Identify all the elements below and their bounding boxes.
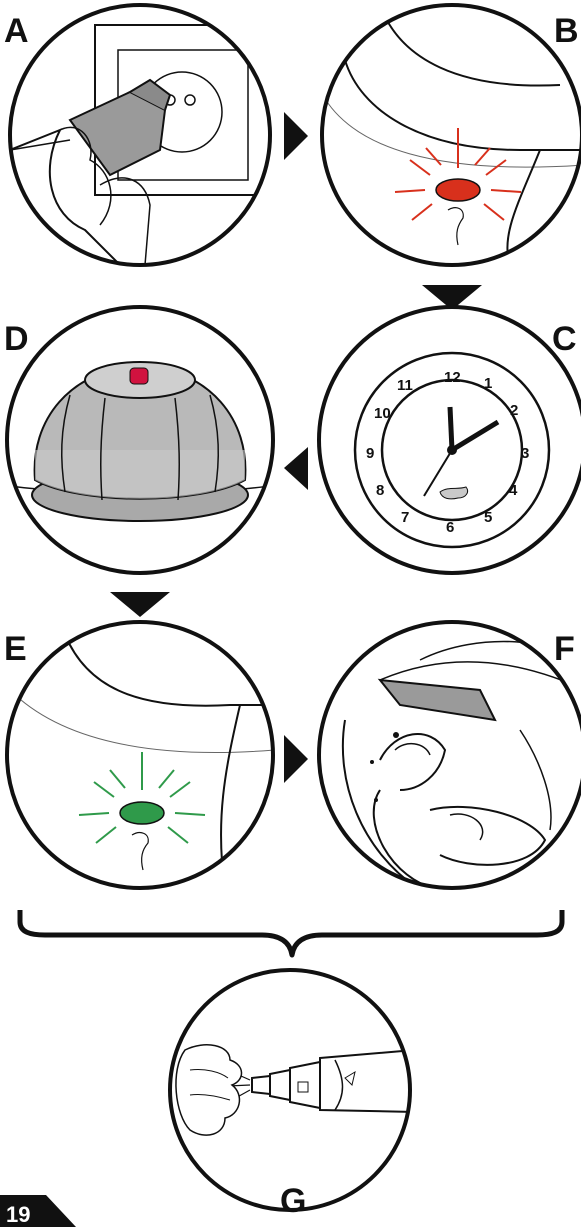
clock-number-11: 11 <box>397 377 413 394</box>
clock-number-8: 8 <box>376 482 384 499</box>
step-letter-g: G <box>280 1182 306 1220</box>
clock-number-4: 4 <box>509 482 518 499</box>
clock-number-3: 3 <box>521 445 529 462</box>
step-letter-a: A <box>4 12 29 50</box>
page-number: 19 <box>6 1202 30 1227</box>
clock-number-1: 1 <box>484 375 492 392</box>
step-a-panel: A <box>4 5 275 265</box>
step-b-panel: B <box>320 5 581 265</box>
clock-number-12: 12 <box>444 369 461 386</box>
step-letter-b: B <box>554 12 579 50</box>
step-letter-c: C <box>552 320 577 358</box>
green-indicator <box>120 802 164 824</box>
step-g-panel: G <box>170 970 415 1220</box>
step-e-panel: E <box>4 620 275 890</box>
clock-number-2: 2 <box>510 402 518 419</box>
clock-minute-hand <box>450 407 452 450</box>
arrow-right-icon <box>284 112 308 160</box>
step-letter-f: F <box>554 630 575 668</box>
arrow-left-icon <box>284 447 308 490</box>
clock-number-10: 10 <box>374 405 391 422</box>
page-number-tab: 19 <box>0 1195 76 1227</box>
step-letter-d: D <box>4 320 29 358</box>
step-c-panel: 12 1 2 3 4 5 6 7 8 9 10 11 C <box>319 307 581 573</box>
clock-number-6: 6 <box>446 519 454 536</box>
red-knob <box>130 368 148 384</box>
step-f-panel: F <box>315 620 581 890</box>
arrow-right-icon <box>284 735 308 783</box>
grouping-brace <box>20 910 562 955</box>
press-button-illustration <box>315 620 581 890</box>
red-indicator <box>436 179 480 201</box>
arrow-down-icon <box>110 592 170 617</box>
step-letter-e: E <box>4 630 27 668</box>
clock-number-7: 7 <box>401 509 409 526</box>
step-d-panel: D <box>4 305 275 575</box>
clock-number-9: 9 <box>366 445 374 462</box>
clock-number-5: 5 <box>484 509 492 526</box>
